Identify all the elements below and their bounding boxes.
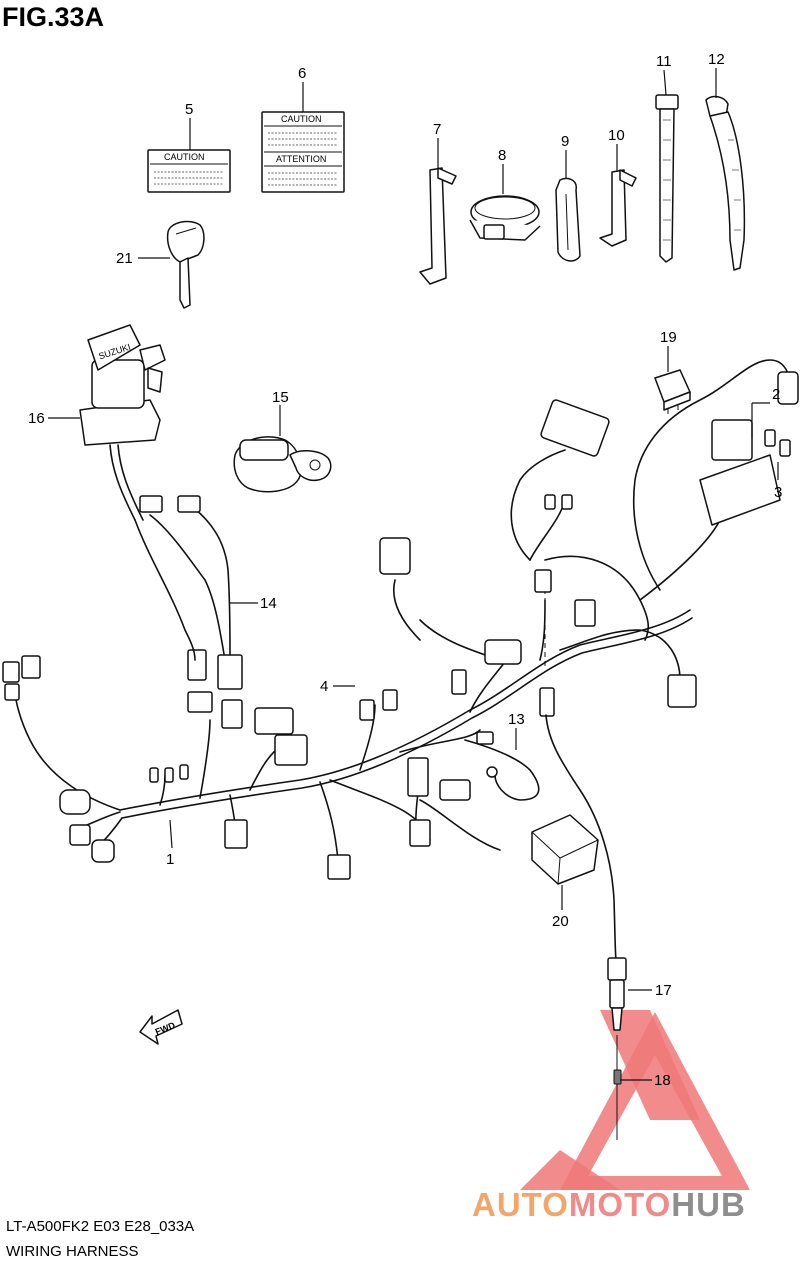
- attention-text-6: ATTENTION: [276, 154, 326, 164]
- part-number-1: 1: [166, 851, 174, 868]
- caution-text-6: CAUTION: [281, 114, 322, 124]
- fwd-arrow-icon: FWD: [139, 1009, 183, 1045]
- part-number-13: 13: [508, 711, 525, 728]
- clamp-9: [555, 177, 581, 262]
- main-harness: [2, 359, 799, 880]
- clamp-10: [599, 169, 637, 247]
- part-number-16: 16: [28, 410, 45, 427]
- part-number-17: 17: [655, 982, 672, 999]
- ignition-switch-16: SUZUKI: [79, 324, 196, 661]
- part-number-10: 10: [608, 127, 625, 144]
- relay-19: [654, 369, 691, 414]
- part-number-3: 3: [774, 484, 782, 501]
- part-number-5: 5: [185, 101, 193, 118]
- watermark-auto: AUTO: [472, 1186, 569, 1223]
- part-number-9: 9: [561, 133, 569, 150]
- cable-tie-12: [705, 95, 746, 271]
- band-clamp-8: [469, 195, 541, 241]
- part-number-19: 19: [660, 329, 677, 346]
- part-number-12: 12: [708, 51, 725, 68]
- part-number-4: 4: [320, 678, 328, 695]
- watermark-hub: HUB: [671, 1186, 746, 1223]
- caution-label-5: CAUTION: [147, 149, 231, 193]
- cable-tie-11: [655, 94, 679, 263]
- module-20: [531, 814, 599, 885]
- sub-harness-14: [139, 495, 243, 690]
- figure-title: FIG.33A: [2, 2, 105, 32]
- watermark-triangle-icon: [520, 1010, 750, 1190]
- part-number-6: 6: [298, 65, 306, 82]
- part-number-7: 7: [433, 121, 441, 138]
- part-number-2: 2: [772, 386, 780, 403]
- watermark-text: AUTOMOTOHUB: [472, 1186, 746, 1224]
- part-number-11: 11: [656, 53, 672, 70]
- part-number-callouts: 1 2 3 4 5 6 7 8 9 10 11 12 13 14 15 16 1…: [28, 51, 782, 1089]
- watermark-moto: MOTO: [568, 1186, 672, 1223]
- part-number-18: 18: [654, 1072, 671, 1089]
- part-number-8: 8: [498, 147, 506, 164]
- sensor-17: [545, 714, 627, 1140]
- caution-attention-label-6: CAUTION ATTENTION: [261, 111, 345, 193]
- section-name: WIRING HARNESS: [6, 1243, 139, 1260]
- clamp-7: [419, 167, 457, 285]
- switch-15: [233, 436, 332, 493]
- key-21: [166, 220, 205, 309]
- part-number-15: 15: [272, 389, 289, 406]
- part-number-21: 21: [116, 250, 133, 267]
- part-number-14: 14: [260, 595, 277, 612]
- caution-text-5: CAUTION: [164, 152, 205, 162]
- part-number-20: 20: [552, 913, 569, 930]
- model-code: LT-A500FK2 E03 E28_033A: [6, 1218, 195, 1235]
- leader-lines: [48, 68, 779, 1081]
